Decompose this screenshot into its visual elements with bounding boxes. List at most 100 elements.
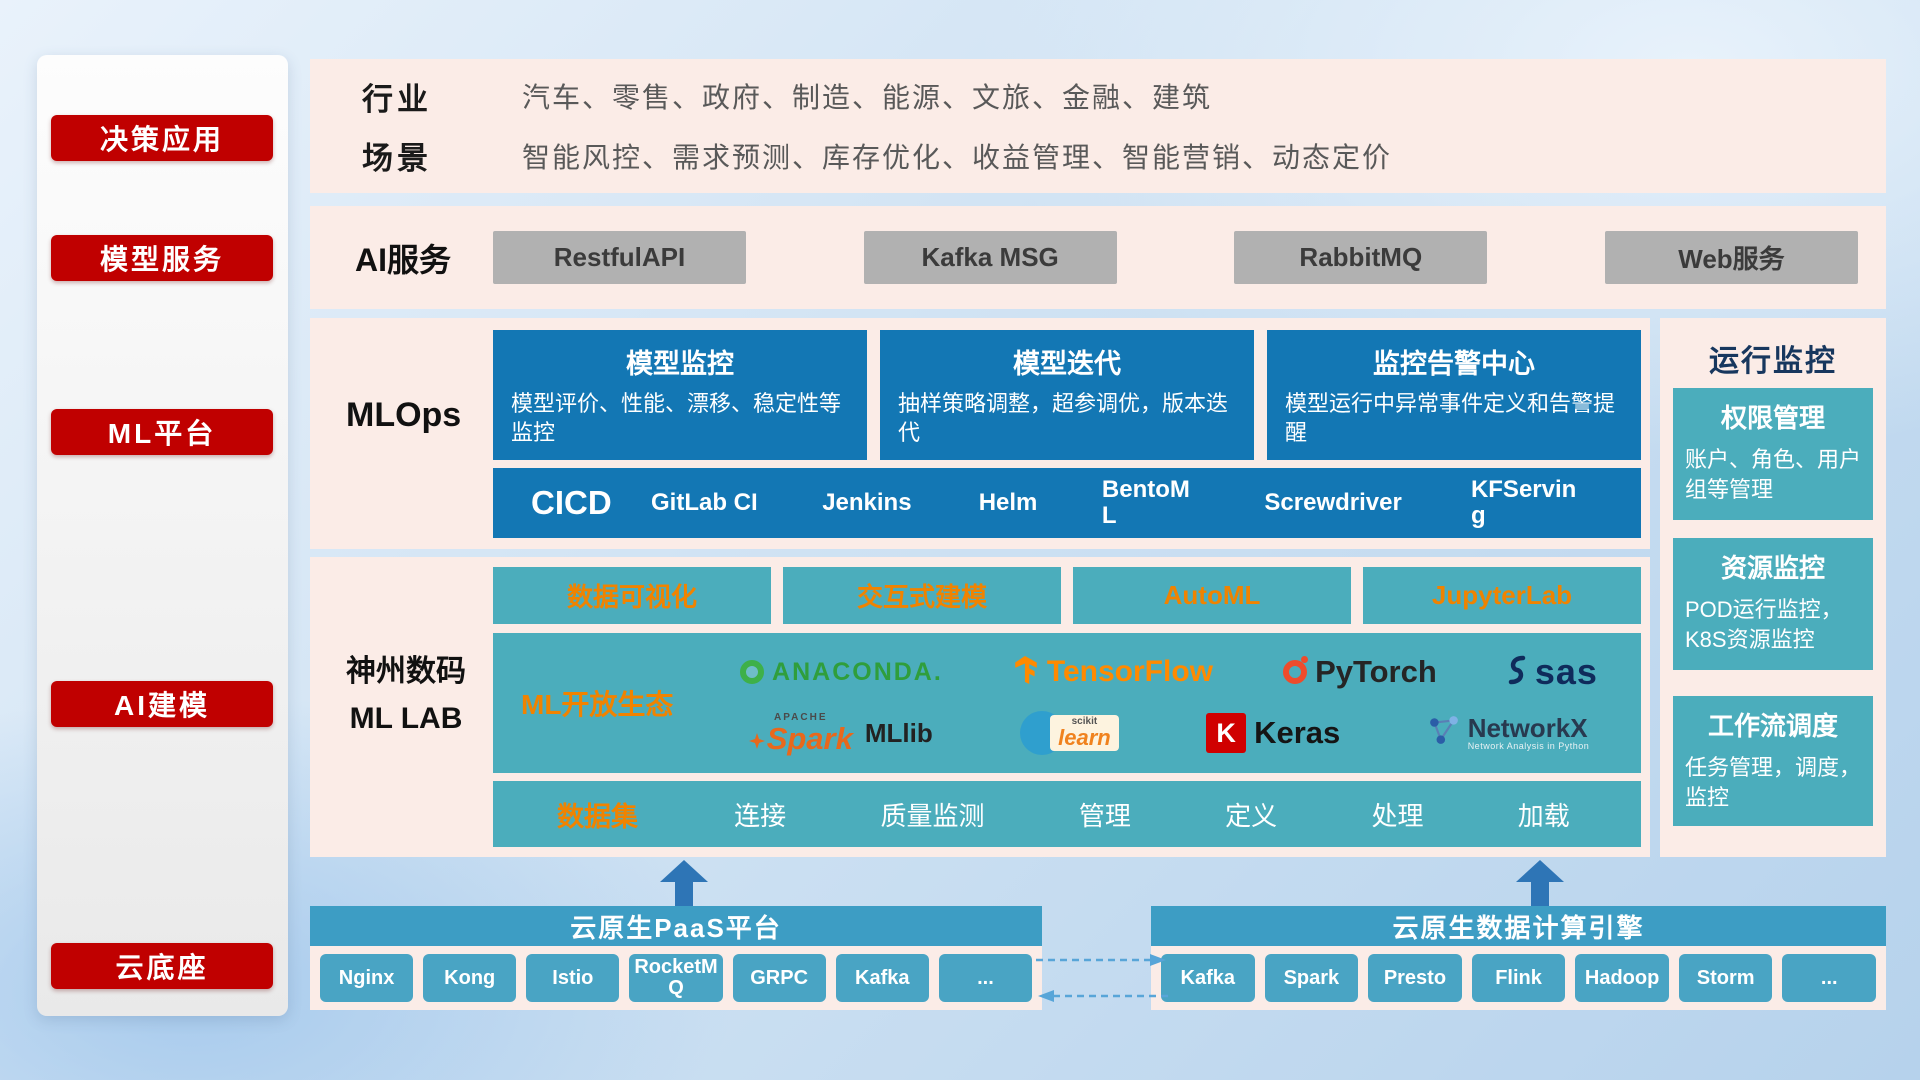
learn-text: learn [1058,725,1111,750]
dataset-load-item: 加载 [1517,800,1570,831]
rail-item-model-service: 模型服务 [51,235,273,281]
web-service-button: Web服务 [1604,231,1858,284]
screwdriver-item: Screwdriver [1264,489,1402,517]
pytorch-logo: PyTorch [1283,654,1437,690]
card-title: 模型监控 [626,349,734,379]
data-engine-items: Kafka Spark Presto Flink Hadoop Storm ..… [1151,946,1886,1010]
networkx-icon [1428,714,1460,751]
more-button: ... [938,954,1032,1002]
rail-item-cloud-base: 云底座 [51,943,273,989]
up-arrow-right [1516,860,1564,906]
spark-wordmark: Spark [766,720,853,756]
mlops-cards: 模型监控 模型评价、性能、漂移、稳定性等监控 模型迭代 抽样策略调整，超参调优，… [493,330,1641,460]
networkx-logo: NetworkX Network Analysis in Python [1428,714,1590,752]
card-desc: POD运行监控，K8S资源监控 [1685,597,1843,652]
industry-label: 行业 [362,81,432,117]
restful-api-button: RestfulAPI [493,231,746,284]
dataset-items: 连接 质量监测 管理 定义 处理 加载 [687,796,1617,833]
spark-mllib-logo: APACHE Spark MLlib [748,711,933,756]
kong-button: Kong [423,954,517,1002]
flink-button: Flink [1471,954,1566,1002]
more-engine-button: ... [1782,954,1877,1002]
industry-list: 汽车、零售、政府、制造、能源、文旅、金融、建筑 [522,82,1213,114]
sas-logo: sas [1507,651,1598,693]
card-desc: 账户、角色、用户组等管理 [1685,447,1862,502]
card-desc: 任务管理，调度，监控 [1685,755,1862,810]
scikit-card: scikit learn [1050,715,1119,751]
rail-item-decision-apps: 决策应用 [51,115,273,161]
keras-wordmark: Keras [1254,715,1341,750]
scenario-list: 智能风控、需求预测、库存优化、收益管理、智能营销、动态定价 [522,141,1393,173]
ai-service-panel: AI服务 RestfulAPI Kafka MSG RabbitMQ Web服务 [310,206,1886,309]
hadoop-button: Hadoop [1575,954,1669,1002]
jupyterlab-button: JupyterLab [1363,567,1641,624]
data-visualization-button: 数据可视化 [493,567,771,624]
paas-platform-items: Nginx Kong Istio RocketMQ GRPC Kafka ... [310,946,1042,1010]
model-monitoring-card: 模型监控 模型评价、性能、漂移、稳定性等监控 [493,330,867,460]
interactive-modeling-button: 交互式建模 [783,567,1061,624]
pytorch-wordmark: PyTorch [1315,654,1437,689]
tensorflow-icon [1013,655,1039,689]
dataset-connect-item: 连接 [734,800,787,831]
kfserving-item: KFServing [1470,476,1577,529]
networkx-subtitle: Network Analysis in Python [1467,741,1590,752]
paas-platform-header: 云原生PaaS平台 [310,906,1042,946]
ai-service-label: AI服务 [355,241,452,278]
keras-logo: K Keras [1206,713,1340,753]
spark-star-icon [748,723,765,754]
sas-wordmark: sas [1534,651,1598,692]
storm-button: Storm [1678,954,1773,1002]
arrow-stem [675,882,693,906]
logo-row-1: ANACONDA. TensorFlow PyTorch [705,651,1633,693]
rocketmq-button: RocketMQ [629,954,723,1002]
card-title: 权限管理 [1720,403,1825,433]
scenario-label: 场景 [362,141,432,177]
cicd-label: CICD [531,484,612,521]
helm-item: Helm [978,489,1038,516]
istio-button: Istio [526,954,620,1002]
pytorch-icon [1283,656,1309,684]
run-monitoring-panel: 运行监控 权限管理 账户、角色、用户组等管理 资源监控 POD运行监控，K8S资… [1660,318,1886,857]
dataset-define-item: 定义 [1225,800,1278,831]
ml-ecosystem-logos: ANACONDA. TensorFlow PyTorch [705,633,1633,773]
ml-lab-label-line2: ML LAB [349,701,463,735]
logo-row-2: APACHE Spark MLlib [705,711,1633,755]
nginx-button: Nginx [320,954,414,1002]
automl-button: AutoML [1073,567,1351,624]
arrow-head [1516,860,1564,882]
sas-icon [1507,654,1527,691]
keras-icon: K [1206,713,1247,753]
ml-lab-label-line1: 神州数码 [346,655,466,688]
ai-service-buttons: RestfulAPI Kafka MSG RabbitMQ Web服务 [493,231,1858,284]
industry-scenario-panel: 行业 汽车、零售、政府、制造、能源、文旅、金融、建筑 场景 智能风控、需求预测、… [310,59,1886,193]
card-title: 监控告警中心 [1373,349,1535,379]
ml-ecosystem-label: ML开放生态 [521,689,674,720]
scikit-learn-badge: scikit learn [1020,711,1119,755]
run-monitoring-title: 运行监控 [1709,345,1837,378]
card-desc: 抽样策略调整，超参调优，版本迭代 [898,391,1229,446]
mlops-panel: MLOps 模型监控 模型评价、性能、漂移、稳定性等监控 模型迭代 抽样策略调整… [310,318,1650,549]
model-iteration-card: 模型迭代 抽样策略调整，超参调优，版本迭代 [880,330,1254,460]
ml-lab-panel: 神州数码 ML LAB 数据可视化 交互式建模 AutoML JupyterLa… [310,557,1650,857]
networkx-wordmark: NetworkX [1467,712,1588,743]
anaconda-icon [740,660,765,684]
mllib-wordmark: MLlib [864,717,933,748]
cicd-items: GitLab CI Jenkins Helm BentoML Screwdriv… [651,477,1607,529]
up-arrow-left [660,860,708,906]
apache-text: APACHE [774,711,828,723]
card-title: 资源监控 [1720,553,1825,583]
kafka-msg-button: Kafka MSG [863,231,1117,284]
dashed-connection-arrows [1036,954,1168,1002]
spark-wordmark-stack: APACHE Spark [748,711,853,756]
scikit-learn-logo: scikit learn [1020,711,1119,755]
resource-monitoring-card: 资源监控 POD运行监控，K8S资源监控 [1673,538,1873,670]
kafka-button: Kafka [835,954,929,1002]
dataset-process-item: 处理 [1371,800,1424,831]
card-title: 模型迭代 [1013,349,1121,379]
dataset-row: 数据集 连接 质量监测 管理 定义 处理 加载 [493,781,1641,847]
dataset-manage-item: 管理 [1078,800,1131,831]
workflow-scheduling-card: 工作流调度 任务管理，调度，监控 [1673,696,1873,826]
arrow-head [660,860,708,882]
scenario-row: 场景 智能风控、需求预测、库存优化、收益管理、智能营销、动态定价 [310,133,1886,178]
permission-management-card: 权限管理 账户、角色、用户组等管理 [1673,388,1873,520]
